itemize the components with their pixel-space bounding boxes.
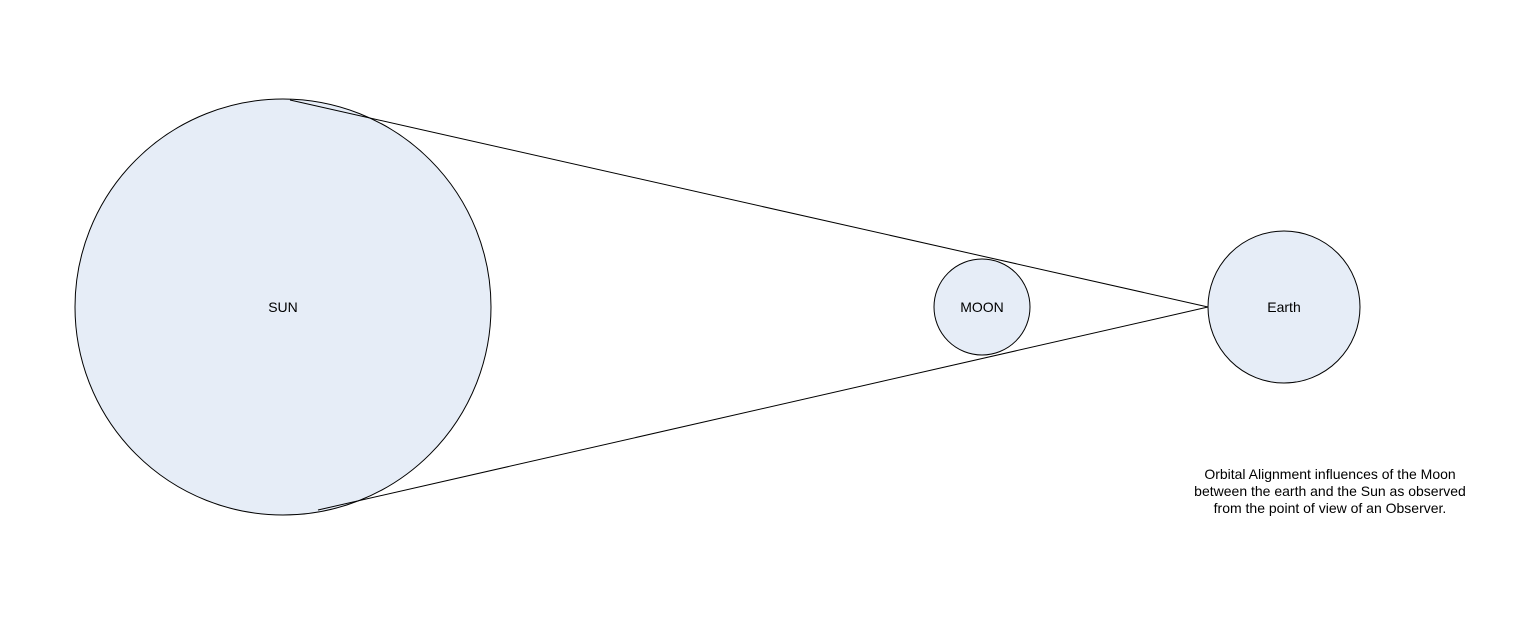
upper-sightline — [289, 99, 1209, 308]
lower-sightline — [317, 306, 1209, 511]
sun-circle — [74, 98, 492, 516]
moon-label: MOON — [960, 299, 1004, 315]
caption-line: Orbital Alignment influences of the Moon — [1204, 466, 1456, 482]
caption-line: from the point of view of an Observer. — [1213, 500, 1447, 516]
sun-label: SUN — [268, 299, 298, 315]
caption: Orbital Alignment influences of the Moon… — [1155, 466, 1505, 517]
caption-line: between the earth and the Sun as observe… — [1194, 483, 1466, 499]
earth-label: Earth — [1267, 299, 1301, 315]
moon-circle — [933, 258, 1031, 356]
